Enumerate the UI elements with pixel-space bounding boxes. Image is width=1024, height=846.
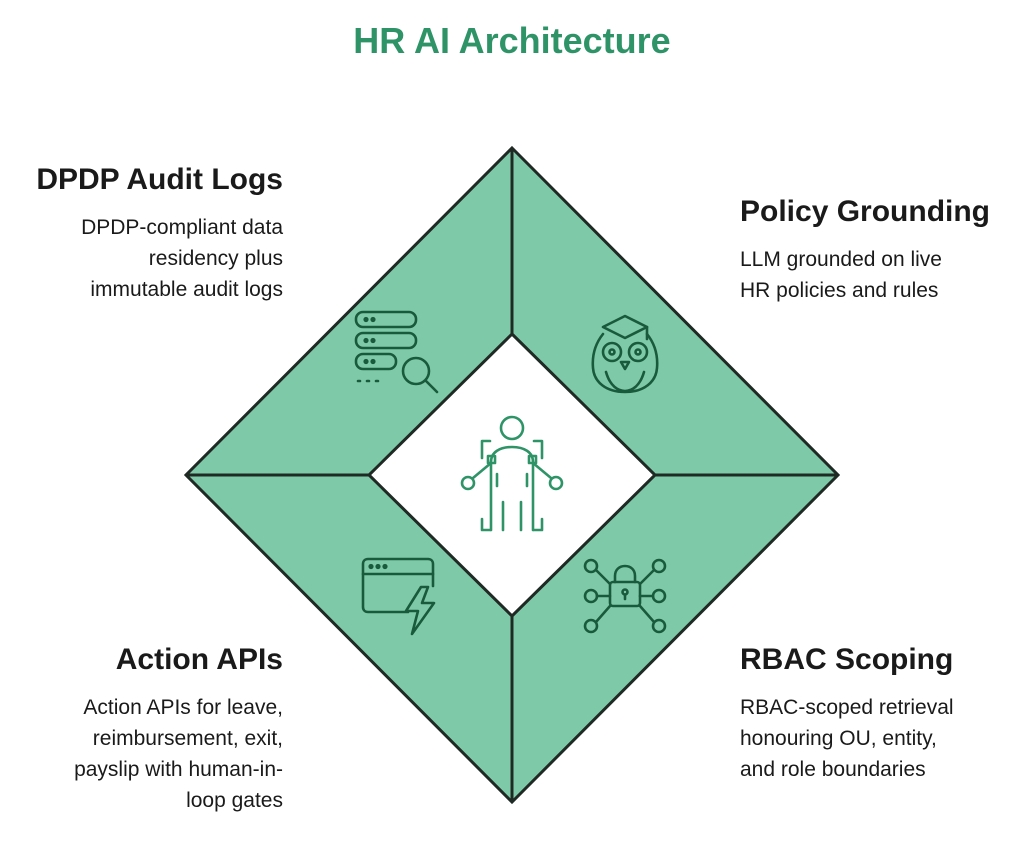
rbac-heading: RBAC Scoping — [740, 643, 954, 676]
policy-heading: Policy Grounding — [740, 195, 991, 228]
policy-description: LLM grounded on live HR policies and rul… — [740, 244, 1010, 306]
policy-grounding-block: Policy Grounding LLM grounded on live HR… — [740, 194, 1010, 306]
action-line-3: payslip with human-in- — [74, 758, 283, 781]
policy-line-1: LLM grounded on live — [740, 248, 942, 271]
dpdp-description: DPDP-compliant data residency plus immut… — [20, 212, 283, 305]
browser-lightning-icon — [361, 557, 436, 636]
dpdp-line-2: residency plus — [148, 247, 283, 270]
rbac-description: RBAC-scoped retrieval honouring OU, enti… — [740, 692, 1010, 785]
action-line-1: Action APIs for leave, — [83, 696, 283, 719]
rbac-line-2: honouring OU, entity, — [740, 727, 937, 750]
action-heading: Action APIs — [115, 643, 283, 676]
rbac-scoping-block: RBAC Scoping RBAC-scoped retrieval honou… — [740, 642, 1010, 785]
policy-line-2: HR policies and rules — [740, 279, 939, 302]
action-description: Action APIs for leave, reimbursement, ex… — [20, 692, 283, 816]
ai-person-icon — [460, 415, 564, 532]
action-apis-block: Action APIs Action APIs for leave, reimb… — [20, 642, 283, 816]
dpdp-line-3: immutable audit logs — [90, 278, 283, 301]
database-search-icon — [354, 310, 439, 394]
graduate-owl-icon — [591, 314, 659, 394]
rbac-line-1: RBAC-scoped retrieval — [740, 696, 954, 719]
action-line-2: reimbursement, exit, — [92, 727, 283, 750]
network-lock-icon — [583, 558, 667, 634]
dpdp-line-1: DPDP-compliant data — [81, 216, 283, 239]
action-line-4: loop gates — [186, 789, 283, 812]
dpdp-audit-logs-block: DPDP Audit Logs DPDP-compliant data resi… — [20, 162, 283, 305]
dpdp-heading: DPDP Audit Logs — [36, 163, 283, 196]
page-title: HR AI Architecture — [353, 20, 671, 61]
rbac-line-3: and role boundaries — [740, 758, 926, 781]
